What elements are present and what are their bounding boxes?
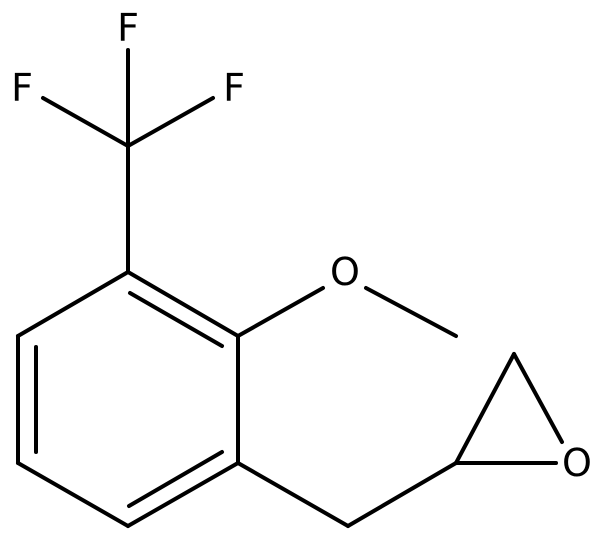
ring-double-bond-inner-bottom xyxy=(127,450,224,508)
methoxy-oxygen-label: O xyxy=(330,250,360,294)
methoxy-group: O xyxy=(236,250,458,338)
ring-double-bond-inner-top xyxy=(128,291,224,348)
trifluoromethyl-group: F F F xyxy=(11,6,245,274)
epoxide-oxygen-label: O xyxy=(562,441,592,485)
bond-ch2-to-epoxide-carbon xyxy=(346,461,458,528)
bond-ring-to-ch2 xyxy=(236,461,350,528)
epoxide-bond-c-to-o-top xyxy=(512,352,564,444)
fluorine-left-label: F xyxy=(11,66,33,110)
ring-bond-c4-c5 xyxy=(16,461,130,528)
glycidyl-group: O xyxy=(236,352,592,528)
bond-c-to-f-left xyxy=(41,96,130,148)
ring-bond-c1-c2 xyxy=(126,270,240,338)
epoxide-bond-c-c xyxy=(454,352,516,465)
fluorine-right-label: F xyxy=(223,66,245,110)
bond-c-to-f-right xyxy=(126,96,215,148)
fluorine-top-label: F xyxy=(117,6,139,50)
benzene-ring xyxy=(16,270,240,528)
bond-oxygen-to-methyl xyxy=(364,286,458,338)
ring-bond-c6-c1 xyxy=(16,270,130,338)
ring-bond-c3-c4 xyxy=(126,461,240,528)
bond-ring-to-methoxy-oxygen xyxy=(236,286,325,338)
